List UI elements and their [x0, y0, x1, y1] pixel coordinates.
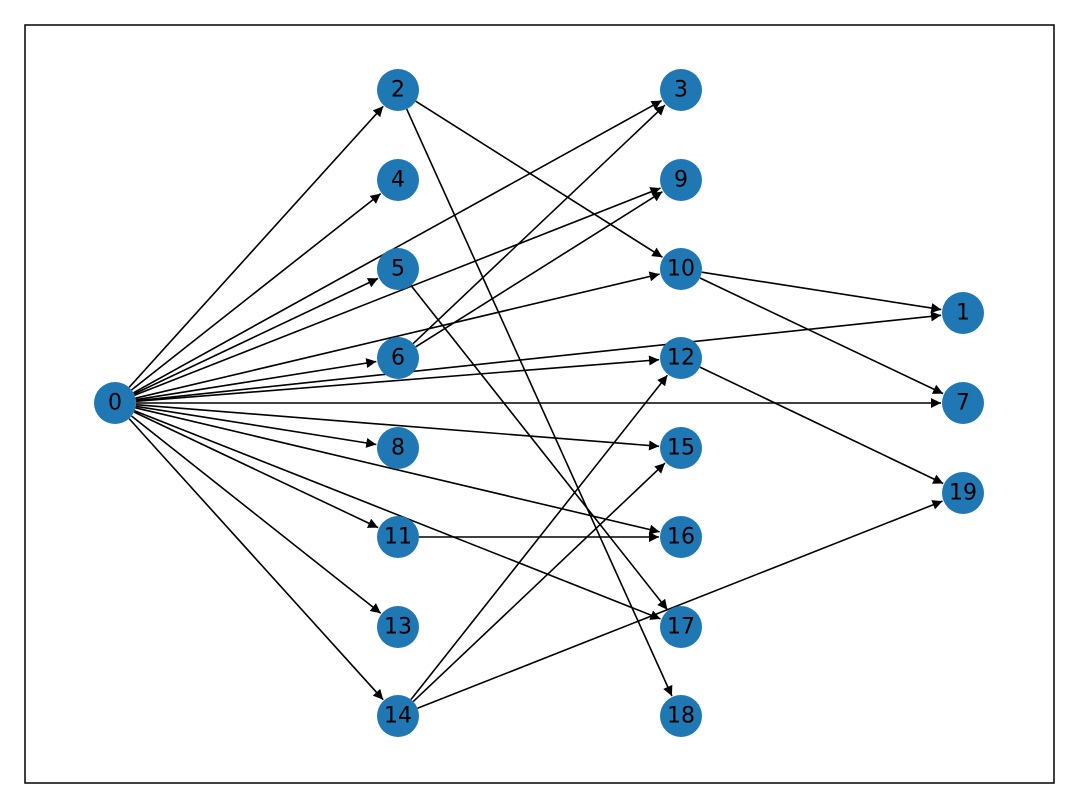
- node-label: 9: [674, 168, 688, 193]
- node-label: 6: [391, 346, 405, 371]
- node-label: 5: [391, 257, 405, 282]
- edge-14-19: [417, 500, 943, 710]
- node-label: 13: [384, 615, 412, 640]
- node-circle: [660, 427, 702, 469]
- node-circle: [942, 382, 984, 424]
- node-label: 3: [674, 78, 688, 103]
- node-circle: [660, 248, 702, 290]
- node-14: 14: [377, 695, 419, 737]
- plot-frame: [24, 24, 1055, 784]
- node-label: 1: [956, 301, 970, 326]
- node-18: 18: [660, 695, 702, 737]
- node-11: 11: [377, 516, 419, 558]
- edge-6-9: [415, 191, 663, 348]
- node-label: 18: [667, 704, 695, 729]
- edge-0-14: [128, 418, 384, 701]
- edge-0-10: [135, 271, 660, 399]
- node-label: 17: [667, 615, 695, 640]
- edge-0-16: [135, 407, 660, 535]
- node-label: 11: [384, 525, 412, 550]
- node-circle: [377, 248, 419, 290]
- node-8: 8: [377, 427, 419, 469]
- node-label: 10: [667, 257, 695, 282]
- edge-5-17: [410, 285, 669, 611]
- node-label: 16: [667, 525, 695, 550]
- node-label: 8: [391, 436, 405, 461]
- node-label: 2: [391, 78, 405, 103]
- node-12: 12: [660, 337, 702, 379]
- edge-14-15: [412, 462, 666, 703]
- edge-0-13: [131, 415, 382, 614]
- edge-10-7: [699, 277, 944, 395]
- edge-10-1: [701, 271, 942, 313]
- edge-0-5: [133, 277, 379, 395]
- edge-0-6: [135, 358, 377, 401]
- node-circle: [377, 337, 419, 379]
- node-6: 6: [377, 337, 419, 379]
- node-4: 4: [377, 159, 419, 201]
- node-label: 19: [949, 481, 977, 506]
- node-circle: [942, 472, 984, 514]
- edge-0-9: [134, 187, 661, 397]
- node-circle: [942, 292, 984, 334]
- node-9: 9: [660, 159, 702, 201]
- node-circle: [377, 516, 419, 558]
- node-circle: [377, 695, 419, 737]
- node-label: 0: [108, 391, 122, 416]
- node-label: 15: [667, 436, 695, 461]
- node-circle: [377, 69, 419, 111]
- edge-2-18: [405, 108, 673, 697]
- node-19: 19: [942, 472, 984, 514]
- edge-14-12: [410, 374, 669, 700]
- edge-2-10: [415, 100, 663, 258]
- node-17: 17: [660, 606, 702, 648]
- edge-0-12: [135, 355, 660, 403]
- edge-0-4: [131, 192, 382, 391]
- node-circle: [377, 159, 419, 201]
- node-circle: [660, 159, 702, 201]
- edge-0-15: [135, 403, 660, 451]
- edge-12-19: [699, 366, 944, 485]
- node-3: 3: [660, 69, 702, 111]
- node-circle: [377, 427, 419, 469]
- node-circle: [94, 382, 136, 424]
- node-circle: [660, 337, 702, 379]
- node-circle: [660, 516, 702, 558]
- edge-0-11: [133, 411, 379, 529]
- node-circle: [377, 606, 419, 648]
- node-circle: [660, 695, 702, 737]
- edges-layer: [128, 99, 944, 710]
- edge-0-3: [133, 99, 663, 394]
- node-label: 12: [667, 346, 695, 371]
- edge-0-8: [135, 405, 377, 448]
- node-5: 5: [377, 248, 419, 290]
- node-15: 15: [660, 427, 702, 469]
- node-1: 1: [942, 292, 984, 334]
- node-16: 16: [660, 516, 702, 558]
- node-0: 0: [94, 382, 136, 424]
- edge-0-17: [134, 409, 661, 620]
- node-label: 7: [956, 391, 970, 416]
- edge-0-2: [128, 105, 384, 388]
- node-2: 2: [377, 69, 419, 111]
- node-label: 14: [384, 704, 412, 729]
- node-circle: [660, 69, 702, 111]
- node-10: 10: [660, 248, 702, 290]
- node-circle: [660, 606, 702, 648]
- node-13: 13: [377, 606, 419, 648]
- edge-0-1: [135, 311, 942, 402]
- node-7: 7: [942, 382, 984, 424]
- node-label: 4: [391, 168, 405, 193]
- edge-6-3: [412, 104, 666, 345]
